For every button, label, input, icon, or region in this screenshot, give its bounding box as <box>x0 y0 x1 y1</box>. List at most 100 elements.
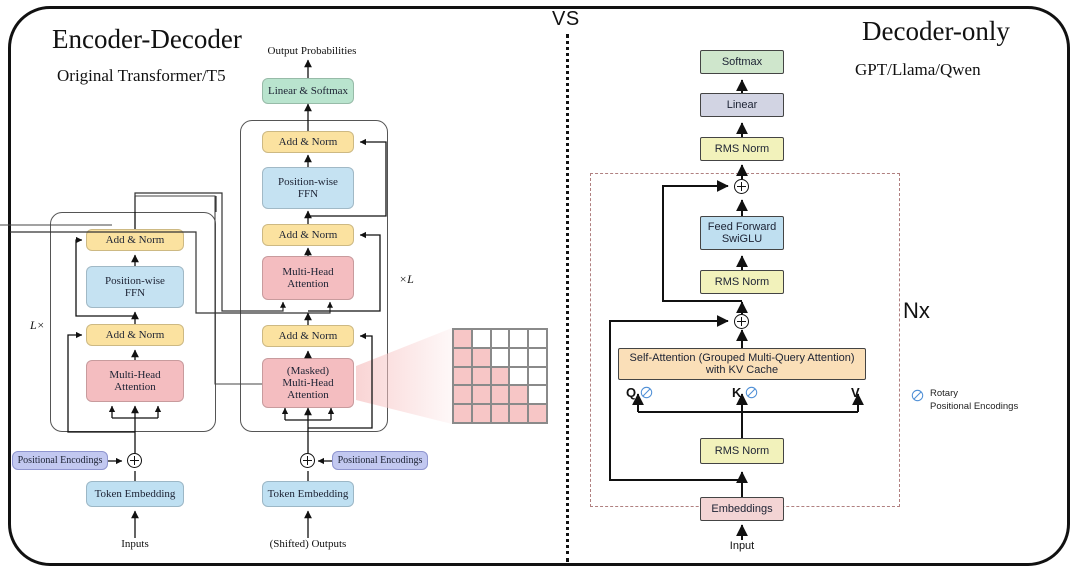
decoder-cross-attention-label-1: Multi-Head <box>282 265 334 278</box>
decoder-ffn-label-2: FFN <box>297 188 319 200</box>
mask-cell-r3-c0 <box>453 385 472 405</box>
right-panel-subtitle: GPT/Llama/Qwen <box>855 60 981 79</box>
encoder-ffn-label-2: FFN <box>124 287 146 299</box>
mask-cell-r1-c1 <box>471 347 491 367</box>
encoder-add-norm-top[interactable]: Add & Norm <box>86 229 184 251</box>
decoder-positional-label: Positional Encodings <box>337 454 423 466</box>
rope-legend: Rotary Positional Encodings <box>930 388 1018 414</box>
mask-cell-r2-c2 <box>490 366 510 386</box>
encoder-add-norm-bottom[interactable]: Add & Norm <box>86 324 184 346</box>
rotary-positional-encoding-icon <box>911 389 924 407</box>
q-label-group: Q <box>626 385 653 402</box>
rms-norm-bottom-box[interactable]: RMS Norm <box>700 438 784 464</box>
decoder-add-norm-top-label: Add & Norm <box>278 135 338 148</box>
rms-norm-mid-label: RMS Norm <box>714 275 770 288</box>
decoder-positional-encodings[interactable]: Positional Encodings <box>332 451 428 470</box>
feed-forward-swiglu-box[interactable]: Feed Forward SwiGLU <box>700 216 784 250</box>
encoder-add-norm-top-label: Add & Norm <box>105 233 165 246</box>
left-panel-title: Encoder-Decoder <box>52 24 242 54</box>
decoder-masked-attention-label-3: Attention <box>287 389 329 402</box>
rms-norm-mid-box[interactable]: RMS Norm <box>700 270 784 294</box>
linear-softmax-label: Linear & Softmax <box>267 84 349 97</box>
vs-label: VS <box>552 8 580 30</box>
mask-cell-r3-c1 <box>471 385 491 405</box>
encoder-add-norm-bottom-label: Add & Norm <box>105 328 165 341</box>
decoder-cross-attention[interactable]: Multi-Head Attention <box>262 256 354 300</box>
decoder-add-norm-bottom-label: Add & Norm <box>278 329 338 342</box>
decoder-add-norm-mid[interactable]: Add & Norm <box>262 224 354 246</box>
decoder-residual-add-icon <box>300 453 315 468</box>
encoder-residual-add-icon <box>127 453 142 468</box>
outer-frame <box>8 6 1070 566</box>
v-label-group: V <box>851 385 860 400</box>
encoder-token-embedding[interactable]: Token Embedding <box>86 481 184 507</box>
mask-cell-r0-c2 <box>490 329 510 348</box>
mask-cell-r1-c3 <box>509 347 529 367</box>
ffn-residual-add-icon <box>734 179 749 194</box>
rope-legend-line-1: Rotary <box>930 388 958 399</box>
causal-mask-matrix <box>452 328 548 424</box>
right-input-label: Input <box>729 540 755 552</box>
feed-forward-label-2: SwiGLU <box>721 233 763 245</box>
mask-cell-r4-c2 <box>490 404 510 423</box>
mask-cell-r2-c0 <box>453 366 472 386</box>
self-attention-label-2: with KV Cache <box>705 364 779 376</box>
decoder-token-embedding-label: Token Embedding <box>267 487 349 500</box>
decoder-masked-attention[interactable]: (Masked) Multi-Head Attention <box>262 358 354 408</box>
nx-repeat-label: Nx <box>903 298 930 323</box>
encoder-multihead-attention[interactable]: Multi-Head Attention <box>86 360 184 402</box>
mask-cell-r0-c0 <box>453 329 472 348</box>
feed-forward-label-1: Feed Forward <box>707 220 777 233</box>
encoder-input-label: Inputs <box>121 538 149 550</box>
right-panel-title: Decoder-only <box>862 16 1010 46</box>
mask-cell-r1-c4 <box>528 347 547 367</box>
decoder-add-norm-top[interactable]: Add & Norm <box>262 131 354 153</box>
decoder-masked-attention-label-2: Multi-Head <box>282 376 334 389</box>
decoder-input-label: (Shifted) Outputs <box>269 538 347 550</box>
decoder-token-embedding[interactable]: Token Embedding <box>262 481 354 507</box>
decoder-add-norm-bottom[interactable]: Add & Norm <box>262 325 354 347</box>
mask-cell-r0-c4 <box>528 329 547 348</box>
decoder-repeat-label: ×L <box>399 272 414 286</box>
rms-norm-final-box[interactable]: RMS Norm <box>700 137 784 161</box>
mask-cell-r0-c1 <box>471 329 491 348</box>
softmax-box[interactable]: Softmax <box>700 50 784 74</box>
mask-cell-r2-c1 <box>471 366 491 386</box>
encoder-ffn-box[interactable]: Position-wise FFN <box>86 266 184 308</box>
mask-cell-r4-c3 <box>509 404 529 423</box>
mask-cell-r3-c3 <box>509 385 529 405</box>
mask-cell-r2-c4 <box>528 366 547 386</box>
decoder-cross-attention-label-2: Attention <box>287 278 329 290</box>
self-attention-box[interactable]: Self-Attention (Grouped Multi-Query Atte… <box>618 348 866 380</box>
encoder-positional-encodings[interactable]: Positional Encodings <box>12 451 108 470</box>
linear-label: Linear <box>726 98 758 111</box>
encoder-token-embedding-label: Token Embedding <box>94 487 176 500</box>
rms-norm-final-label: RMS Norm <box>714 142 770 155</box>
mask-cell-r4-c0 <box>453 404 472 423</box>
mask-cell-r3-c2 <box>490 385 510 405</box>
encoder-positional-label: Positional Encodings <box>17 454 103 466</box>
decoder-add-norm-mid-label: Add & Norm <box>278 228 338 241</box>
k-label: K <box>732 385 742 400</box>
rms-norm-bottom-label: RMS Norm <box>714 444 770 457</box>
rope-legend-line-2: Positional Encodings <box>930 400 1019 412</box>
encoder-repeat-label: L× <box>30 318 45 332</box>
mask-cell-r3-c4 <box>528 385 547 405</box>
mask-cell-r1-c0 <box>453 347 472 367</box>
linear-box[interactable]: Linear <box>700 93 784 117</box>
embeddings-box[interactable]: Embeddings <box>700 497 784 521</box>
k-label-group: K <box>732 385 758 402</box>
encoder-attention-label-1: Multi-Head <box>109 368 161 381</box>
decoder-ffn-box[interactable]: Position-wise FFN <box>262 167 354 209</box>
mask-cell-r4-c4 <box>528 404 547 423</box>
output-probabilities-label: Output Probabilities <box>267 45 357 57</box>
q-label: Q <box>626 385 637 400</box>
encoder-ffn-label-1: Position-wise <box>105 274 165 287</box>
decoder-masked-attention-label-1: (Masked) <box>286 364 330 377</box>
linear-softmax-box[interactable]: Linear & Softmax <box>262 78 354 104</box>
mask-cell-r2-c3 <box>509 366 529 386</box>
mask-cell-r0-c3 <box>509 329 529 348</box>
self-attention-label-1: Self-Attention (Grouped Multi-Query Atte… <box>629 351 855 364</box>
mask-cell-r4-c1 <box>471 404 491 423</box>
